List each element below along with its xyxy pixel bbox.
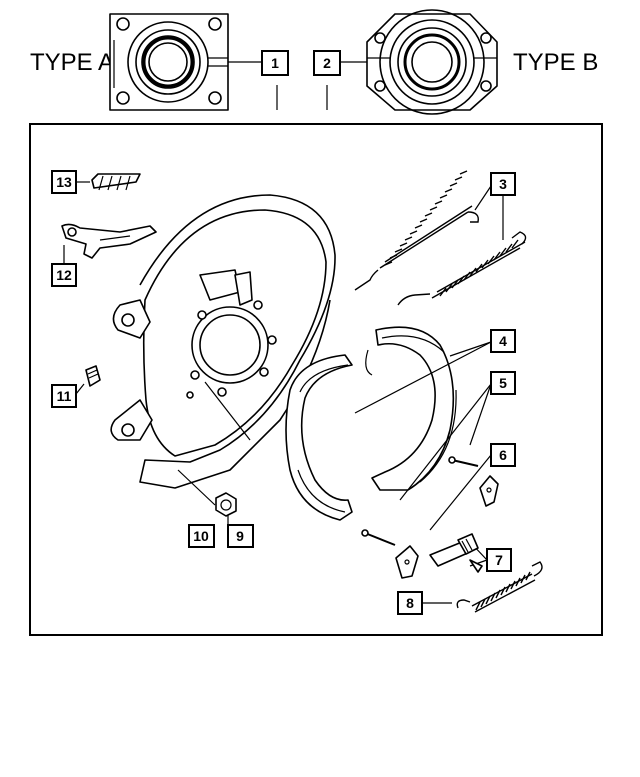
parking-brake-shoe-rear xyxy=(365,326,457,491)
hold-down-clip-lower xyxy=(395,545,419,579)
callout-label-1: 1 xyxy=(271,55,279,71)
callout-label-3: 3 xyxy=(499,176,507,192)
type-b-label: TYPE B xyxy=(513,49,598,76)
callout-box-4 xyxy=(490,329,516,353)
callout-label-11: 11 xyxy=(57,388,72,404)
callout-label-7: 7 xyxy=(495,552,503,568)
type-b-bearing-retainer xyxy=(366,9,498,115)
callout-label-13: 13 xyxy=(56,174,72,190)
exploded-view-frame xyxy=(29,123,603,636)
hold-down-pin-lower xyxy=(361,529,396,546)
type-a-bearing-retainer xyxy=(109,13,229,111)
type-a-label: TYPE A xyxy=(30,49,114,76)
backing-plate xyxy=(110,194,336,489)
callout-box-10 xyxy=(188,524,215,548)
callout-box-5 xyxy=(490,371,516,395)
callout-label-12: 12 xyxy=(56,267,72,283)
callout-label-2: 2 xyxy=(323,55,331,71)
hold-down-clip-upper xyxy=(479,475,499,507)
adjuster-assembly xyxy=(429,533,483,573)
callout-box-1 xyxy=(261,50,289,76)
brake-clips xyxy=(91,173,141,191)
callout-label-5: 5 xyxy=(499,375,507,391)
return-spring-upper xyxy=(354,170,479,291)
callout-label-6: 6 xyxy=(499,447,507,463)
adjuster-plug xyxy=(85,365,101,387)
callout-label-4: 4 xyxy=(499,333,507,349)
callout-label-8: 8 xyxy=(406,595,414,611)
return-spring-lower xyxy=(397,231,527,306)
callout-label-10: 10 xyxy=(193,528,209,544)
park-brake-lever xyxy=(61,223,157,259)
callout-box-2 xyxy=(313,50,341,76)
callout-label-9: 9 xyxy=(236,528,244,544)
callout-box-9 xyxy=(227,524,254,548)
adjuster-spring xyxy=(456,561,543,613)
retaining-nut xyxy=(215,492,237,517)
hold-down-pin-upper xyxy=(448,456,479,467)
callout-box-11 xyxy=(51,384,77,408)
parking-brake-shoe-front xyxy=(285,354,353,521)
